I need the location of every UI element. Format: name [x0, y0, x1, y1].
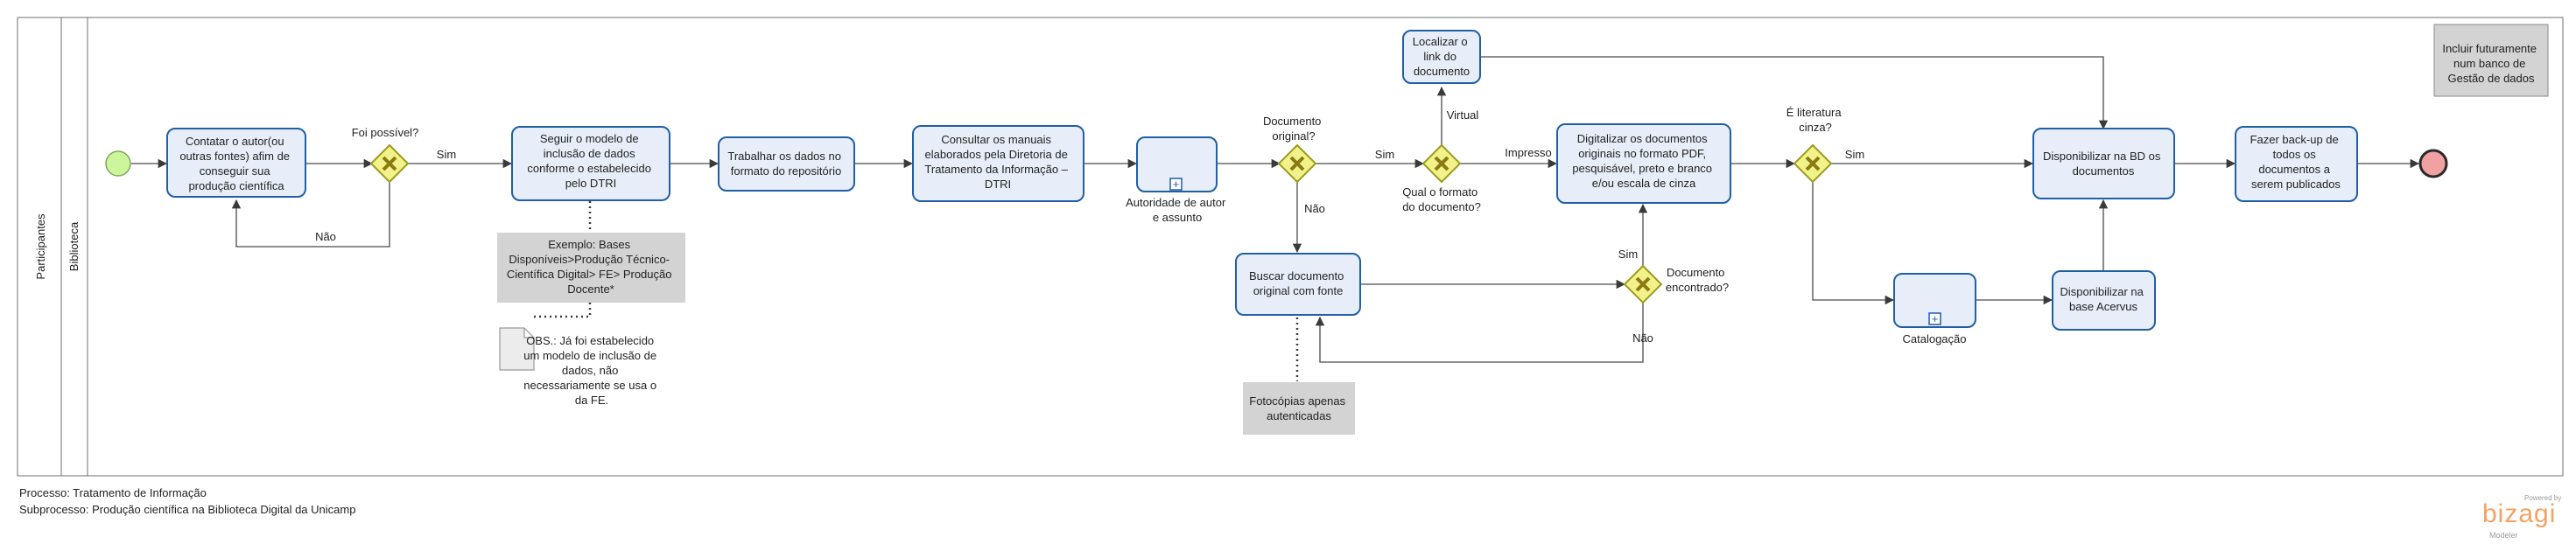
gateway-literatura-cinza[interactable] — [1793, 143, 1833, 184]
task-buscar-label: Buscar documento original com fonte — [1249, 269, 1347, 297]
gateway-foi-possivel[interactable] — [369, 143, 410, 184]
svg-text:Incluir futuramente num: Incluir futuramente num banco de Gestão … — [2442, 42, 2539, 85]
exclusive-x-icon — [1289, 156, 1305, 171]
task-buscar[interactable]: Buscar documento original com fonte — [1235, 253, 1361, 316]
gateway-literatura-cinza-label: É literatura cinza? — [1786, 106, 1845, 134]
task-localizar[interactable]: Localizar o link do documento — [1402, 30, 1481, 84]
flow-label-nao: Não — [1304, 202, 1325, 215]
flow-label-nao: Não — [315, 230, 336, 243]
task-contatar-label: Contatar o autor(ou outras fontes) afim … — [179, 135, 292, 192]
footer-processo: Processo: Tratamento de Informação — [19, 486, 207, 499]
task-trabalhar[interactable]: Trabalhar os dados no formato do reposit… — [718, 136, 855, 192]
gateway-documento-original-label: Documento original? — [1263, 115, 1324, 143]
gateway-qual-formato-label: Qual o formato do documento? — [1402, 185, 1481, 213]
document-icon — [499, 327, 535, 371]
task-trabalhar-label: Trabalhar os dados no formato do reposit… — [727, 150, 844, 178]
assoc-exemplo-obs — [530, 303, 592, 318]
flow-label-nao: Não — [1632, 331, 1653, 345]
svg-text:Fotocópias apenas autent: Fotocópias apenas autenticadas — [1249, 394, 1348, 422]
subprocess-catalogacao[interactable]: + Catalogação — [1893, 273, 1976, 345]
exclusive-x-icon — [382, 156, 397, 171]
flow-label-sim: Sim — [1375, 148, 1394, 161]
svg-text:OBS.: Já foi estabelecido: OBS.: Já foi estabelecido um modelo de i… — [523, 334, 659, 407]
flow-localizar-bd — [1479, 56, 2109, 130]
exclusive-x-icon — [1635, 276, 1651, 292]
task-backup-label: Fazer back-up de todos os documentos a s… — [2250, 133, 2342, 191]
annotation-exemplo: Exemplo: Bases Disponíveis>Produção Técn… — [497, 233, 685, 303]
gateway-foi-possivel-label: Foi possível? — [352, 126, 419, 139]
subprocess-autoridade[interactable]: + Autoridade de autor e assunto — [1126, 136, 1229, 224]
subprocess-marker-icon — [1169, 178, 1183, 191]
flow-gw1-nao — [231, 182, 390, 248]
lane-title: Biblioteca — [67, 221, 81, 271]
exclusive-x-icon — [1434, 156, 1449, 171]
subprocess-marker-icon — [1928, 312, 1941, 325]
annotation-obs: OBS.: Já foi estabelecido um modelo de i… — [499, 327, 659, 407]
svg-text:Exemplo: Bases Disponíve: Exemplo: Bases Disponíveis>Produção Técn… — [507, 238, 675, 296]
task-localizar-label: Localizar o link do documento — [1413, 35, 1471, 78]
brand-sub: Modeler — [2489, 531, 2518, 540]
gateway-qual-formato[interactable] — [1421, 143, 1462, 184]
flow-label-virtual: Virtual — [1447, 108, 1479, 122]
task-disponibilizar-bd-label: Disponibilizar na BD os documentos — [2043, 150, 2164, 178]
bizagi-logo: Powered by bizagi Modeler — [2475, 494, 2563, 547]
flow-label-sim: Sim — [1618, 248, 1638, 261]
gateway-documento-original[interactable] — [1277, 143, 1317, 184]
exclusive-x-icon — [1805, 156, 1821, 171]
task-consultar[interactable]: Consultar os manuais elaborados pela Dir… — [912, 125, 1084, 202]
end-event — [2418, 149, 2448, 178]
gateway-documento-encontrado-label: Documento encontrado? — [1666, 266, 1729, 294]
task-disponibilizar-acervus-label: Disponibilizar na base Acervus — [2060, 285, 2146, 313]
flow-label-sim: Sim — [437, 148, 456, 161]
flow-label-sim: Sim — [1845, 148, 1864, 161]
brand-name: bizagi — [2482, 499, 2557, 528]
start-event — [105, 150, 131, 177]
annotation-futuramente: Incluir futuramente num banco de Gestão … — [2433, 24, 2549, 97]
svg-text:+: + — [1173, 178, 1180, 191]
brand-powered: Powered by — [2524, 494, 2562, 502]
svg-text:+: + — [1932, 312, 1939, 325]
task-contatar[interactable]: Contatar o autor(ou outras fontes) afim … — [166, 128, 306, 198]
flow-gw4-nao — [1315, 303, 1644, 363]
task-seguir-label: Seguir o modelo de inclusão de dados con… — [527, 132, 654, 190]
task-backup[interactable]: Fazer back-up de todos os documentos a s… — [2235, 126, 2358, 202]
pool-title: Participantes — [34, 213, 47, 280]
footer-subprocesso: Subprocesso: Produção científica na Bibl… — [19, 503, 356, 516]
task-digitalizar[interactable]: Digitalizar os documentos originais no f… — [1556, 123, 1731, 204]
task-disponibilizar-acervus[interactable]: Disponibilizar na base Acervus — [2052, 270, 2156, 331]
flow-label-impresso: Impresso — [1505, 146, 1551, 159]
flow-gw5-catalogacao — [1812, 182, 1895, 305]
subprocess-catalogacao-label: Catalogação — [1903, 332, 1967, 345]
gateway-documento-encontrado[interactable] — [1623, 264, 1663, 304]
subprocess-autoridade-label: Autoridade de autor e assunto — [1126, 196, 1229, 224]
task-consultar-label: Consultar os manuais elaborados pela Dir… — [924, 133, 1070, 191]
task-seguir[interactable]: Seguir o modelo de inclusão de dados con… — [511, 126, 670, 201]
task-disponibilizar-bd[interactable]: Disponibilizar na BD os documentos — [2032, 128, 2175, 199]
annotation-fotocopias: Fotocópias apenas autenticadas — [1243, 382, 1355, 435]
task-digitalizar-label: Digitalizar os documentos originais no f… — [1572, 132, 1715, 190]
